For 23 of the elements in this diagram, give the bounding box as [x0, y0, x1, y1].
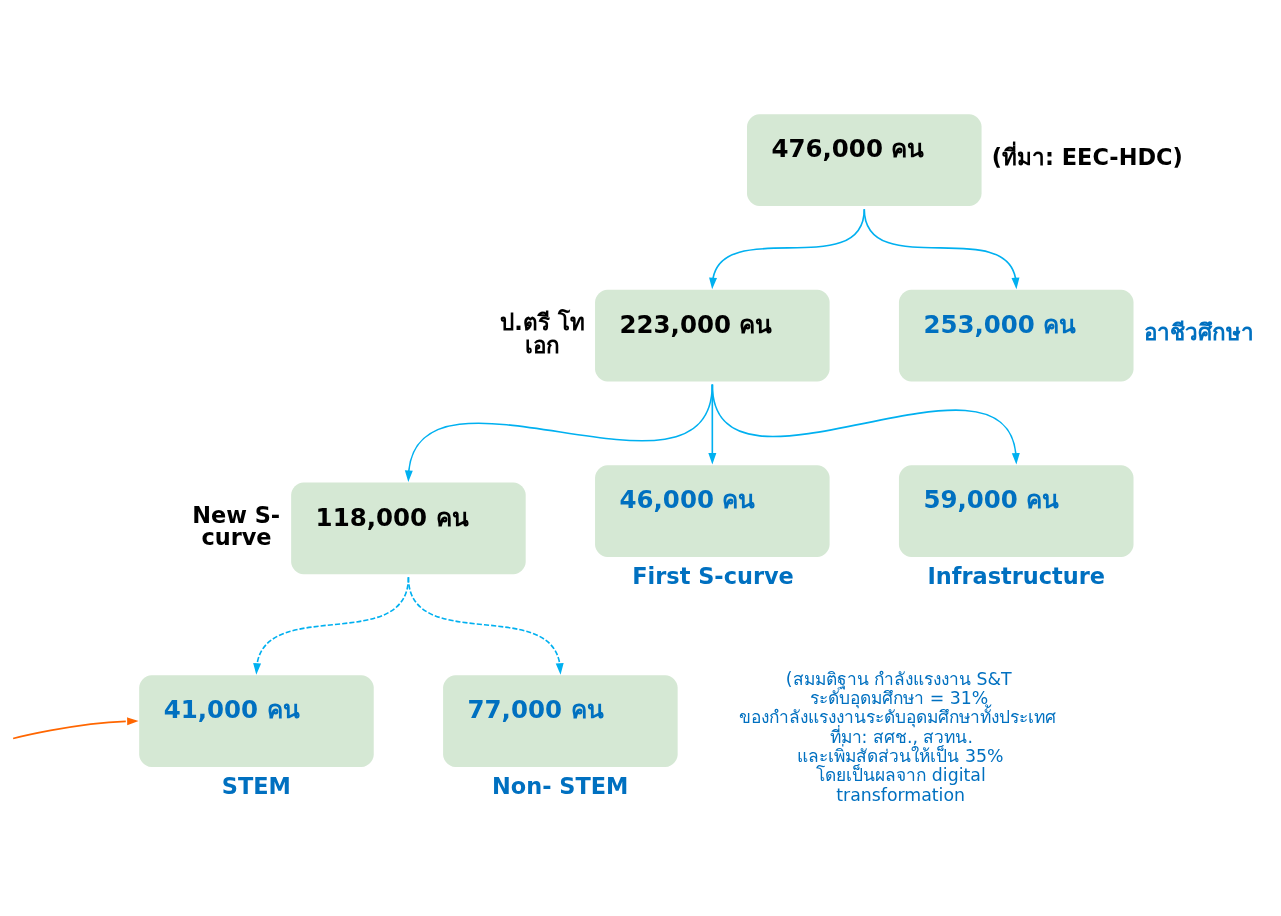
node-label: อาชีวศึกษา — [1143, 319, 1254, 346]
node-box: 118,000 คน — [291, 482, 526, 575]
node-label: Infrastructure — [927, 563, 1106, 590]
arrow — [407, 576, 564, 675]
node-box: 223,000 คน — [595, 289, 830, 382]
node-label: ป.ตรี โท เอก — [500, 309, 585, 358]
node-label: (ที่มา: EEC-HDC) — [991, 143, 1183, 170]
node-label: First S-curve — [632, 563, 794, 590]
node-label: STEM — [221, 773, 291, 800]
arrow — [711, 383, 1020, 465]
node-label: New S- curve — [192, 501, 281, 551]
label: (สมมติฐาน กำลังแรงงาน S&T ระดับอุดมศึกษา = 31% ของกำลังแรงงานระดับอุดมศึกษาทั้งประเทศ ที่มา: สศช., สวทน. และเพิ่มสัดส่วนให้เป็น 35% โดยเป็นผลจาก digital transformation — [738, 668, 1056, 805]
node-label: Non- STEM — [492, 773, 629, 800]
node-box: 41,000 คน — [139, 675, 374, 767]
node-box: 46,000 คน — [595, 465, 830, 557]
node-box: 476,000 คน — [747, 114, 982, 207]
node-box: 253,000 คน — [898, 289, 1134, 382]
arrow — [709, 208, 866, 290]
arrow — [12, 717, 139, 740]
arrow — [863, 208, 1020, 290]
node-box: 59,000 คน — [898, 465, 1134, 557]
arrow — [404, 383, 714, 482]
node-box: 77,000 คน — [443, 675, 678, 767]
